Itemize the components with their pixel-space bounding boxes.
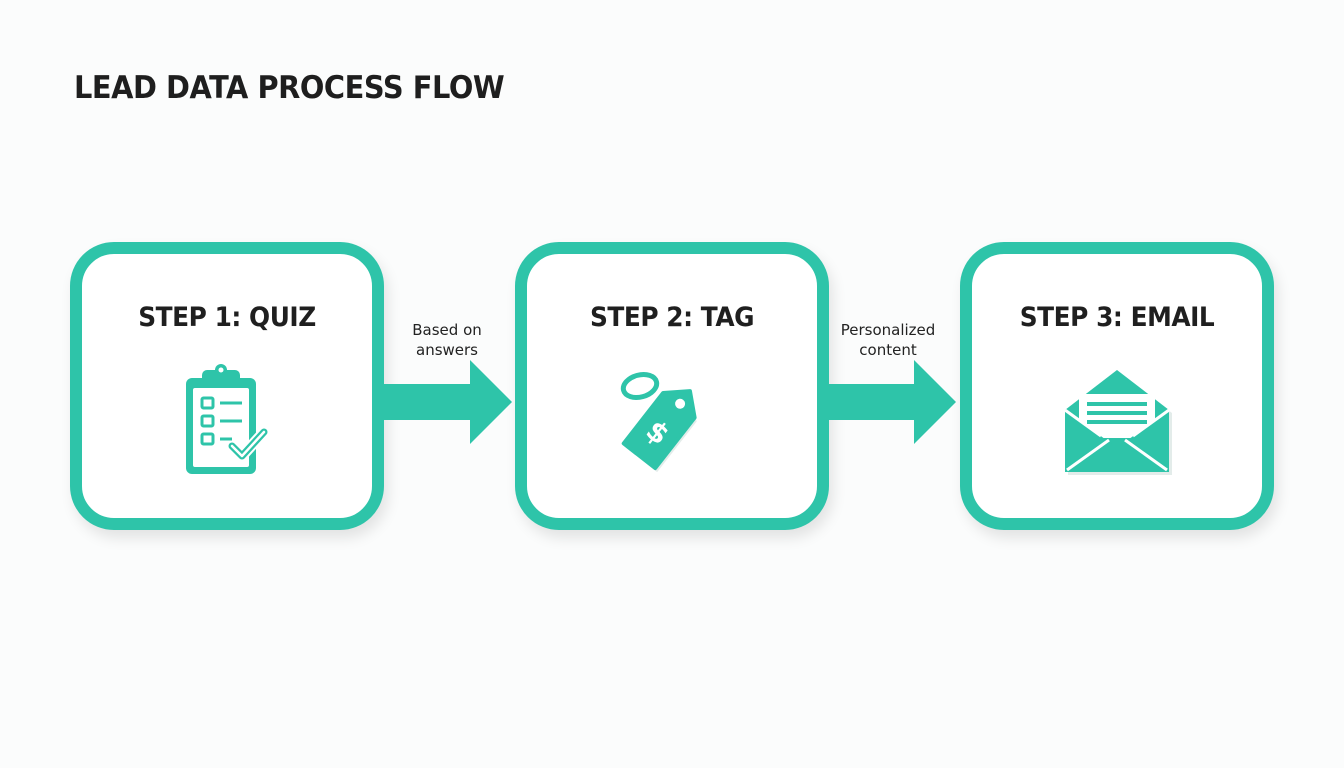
step-1-box: STEP 1: QUIZ [70, 242, 384, 530]
step-3-title: STEP 3: EMAIL [1019, 302, 1215, 333]
step-2-title: STEP 2: TAG [589, 302, 755, 333]
connector-2-label-line1: Personalized [840, 321, 936, 339]
connector-1-label-line1: Based on [412, 321, 482, 339]
connector-1-arrow [384, 360, 512, 444]
open-envelope-icon [1057, 366, 1177, 485]
connector-2-label: Personalized content [818, 320, 958, 360]
step-1-title: STEP 1: QUIZ [138, 302, 316, 333]
clipboard-checklist-icon [172, 362, 282, 486]
connector-2-arrow [828, 360, 956, 444]
connector-1-label-line2: answers [416, 341, 478, 359]
step-2-box: STEP 2: TAG $ [515, 242, 829, 530]
connector-1-label: Based on answers [377, 320, 517, 360]
connector-2-label-line2: content [859, 341, 917, 359]
price-tag-icon: $ [607, 364, 737, 478]
diagram-title: LEAD DATA PROCESS FLOW [74, 70, 505, 106]
step-3-box: STEP 3: EMAIL [960, 242, 1274, 530]
